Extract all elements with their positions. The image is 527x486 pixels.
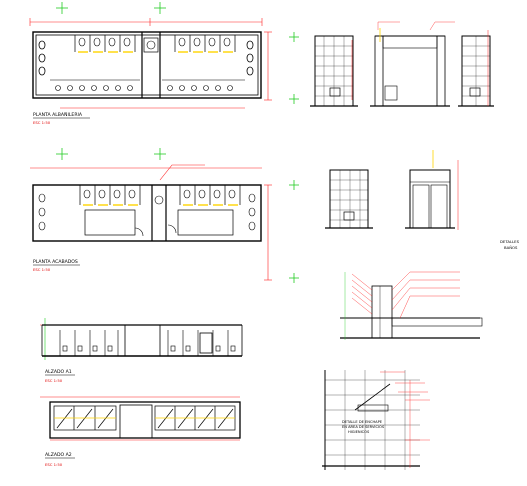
counter-leaders: [351, 271, 460, 319]
plan1-toilets: [78, 37, 231, 47]
plan2-axis-markers: [56, 148, 299, 283]
plan1-scale: ESC 1:50: [33, 120, 51, 125]
wall-detail-sections: [310, 21, 494, 107]
plan1-axis-markers: [56, 2, 299, 104]
tile-wall-detail: DETALLE DE ENCHAPE EN AREA DE SERVICIOS …: [322, 370, 430, 470]
tile-detail-title-3: HIGIENICOS: [348, 430, 370, 434]
plan2-dimensions: [30, 164, 272, 281]
elev1-scale: ESC 1:50: [45, 378, 63, 383]
plan1-dimensions: [29, 18, 272, 109]
plan-albanileria: PLANTA ALBAÑILERIA ESC 1:50: [29, 2, 299, 125]
plan1-sinks-left: [38, 40, 254, 76]
plan2-title: PLANTA ACABADOS: [33, 259, 78, 265]
plan2-scale: ESC 1:50: [33, 267, 51, 272]
tile-wall-leaders: [380, 371, 430, 468]
elev2-title: ALZADO A2: [45, 452, 72, 458]
door-frame-section: [370, 21, 455, 107]
elev2-scale: ESC 1:50: [45, 462, 63, 467]
stall-detail-sections: DETALLES BAÑOS: [325, 150, 520, 250]
tile-detail-title-1: DETALLE DE ENCHAPE: [342, 420, 383, 424]
elevation-a1: ALZADO A1 ESC 1:50: [40, 318, 243, 383]
plan2-fixtures: [38, 189, 256, 237]
elev1-partitions: [59, 330, 229, 356]
plan1-title: PLANTA ALBAÑILERIA: [33, 111, 83, 118]
tile-detail-title-2: EN AREA DE SERVICIOS: [342, 425, 385, 429]
plan2-stalls: [79, 185, 241, 236]
counter-section-detail: [340, 271, 483, 340]
wall-section-3: [458, 30, 494, 107]
elevation-a2: ALZADO A2 ESC 1:50: [40, 396, 241, 467]
elev1-urinals: [62, 345, 236, 352]
tile-grid-1: [315, 36, 353, 106]
details-label-line1: DETALLES: [500, 239, 520, 244]
plan1-stalls: [74, 35, 236, 52]
elev1-title: ALZADO A1: [45, 369, 72, 375]
details-label-line2: BAÑOS: [504, 245, 518, 250]
plan1-bottom-row: [50, 79, 245, 91]
plan-acabados: PLANTA ACABADOS ESC 1:50: [30, 148, 299, 283]
